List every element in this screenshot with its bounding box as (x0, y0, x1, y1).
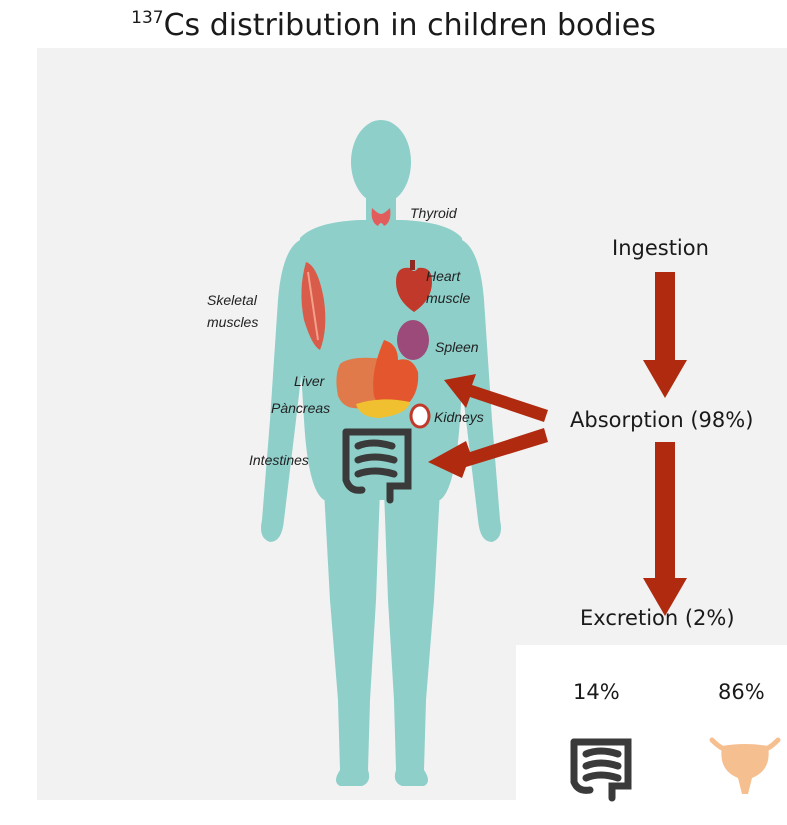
spleen-icon (397, 320, 429, 360)
label-thyroid: Thyroid (410, 202, 457, 224)
absorption-excretion-arrow (643, 442, 687, 616)
excretion-intestine-icon (574, 742, 628, 798)
head (351, 120, 411, 204)
label-skeletal-line1: Skeletal (207, 289, 258, 311)
label-heart-line2: muscle (426, 287, 470, 309)
kidney-icon (411, 405, 429, 427)
label-intestines: Intestines (249, 449, 309, 471)
label-excretion: Excretion (2%) (580, 606, 735, 630)
label-heart-muscle: Heart muscle (426, 265, 470, 309)
left-leg (324, 490, 380, 786)
label-liver: Liver (294, 370, 324, 392)
label-skeletal-muscles: Skeletal muscles (207, 289, 258, 333)
label-spleen: Spleen (435, 336, 479, 358)
label-heart-line1: Heart (426, 265, 470, 287)
label-skeletal-line2: muscles (207, 311, 258, 333)
label-ingestion: Ingestion (612, 236, 709, 260)
excretion-bladder-pct: 86% (718, 680, 765, 704)
excretion-intestine-pct: 14% (573, 680, 620, 704)
label-absorption: Absorption (98%) (570, 408, 753, 432)
label-pancreas: Pàncreas (271, 397, 330, 419)
label-kidneys: Kidneys (434, 406, 484, 428)
ingestion-absorption-arrow (643, 272, 687, 398)
right-leg (384, 490, 440, 786)
bladder-icon (712, 740, 778, 794)
